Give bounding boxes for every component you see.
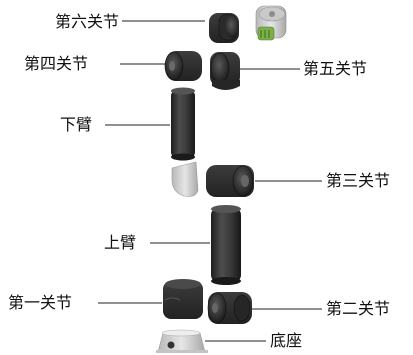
joint6-part [209, 13, 239, 43]
label-joint5: 第五关节 [303, 59, 367, 78]
label-joint1: 第一关节 [8, 293, 72, 312]
label-base: 底座 [270, 331, 302, 350]
tool-flange-part [255, 5, 287, 41]
base-part [156, 329, 208, 353]
joint3-cap [171, 161, 199, 197]
label-upper-arm: 上臂 [104, 233, 136, 252]
label-joint6: 第六关节 [55, 12, 119, 31]
label-joint4: 第四关节 [24, 54, 88, 73]
upper-arm-part [211, 205, 241, 285]
joint5-part [210, 52, 240, 90]
label-joint3: 第三关节 [326, 171, 390, 190]
joint4-part [164, 51, 202, 81]
joint3-part [206, 165, 254, 197]
leader-lines [98, 20, 322, 342]
joint2-part [207, 292, 252, 324]
joint1-part [163, 279, 203, 319]
forearm-part [171, 87, 195, 161]
label-joint2: 第二关节 [326, 299, 390, 318]
label-forearm: 下臂 [60, 115, 92, 134]
